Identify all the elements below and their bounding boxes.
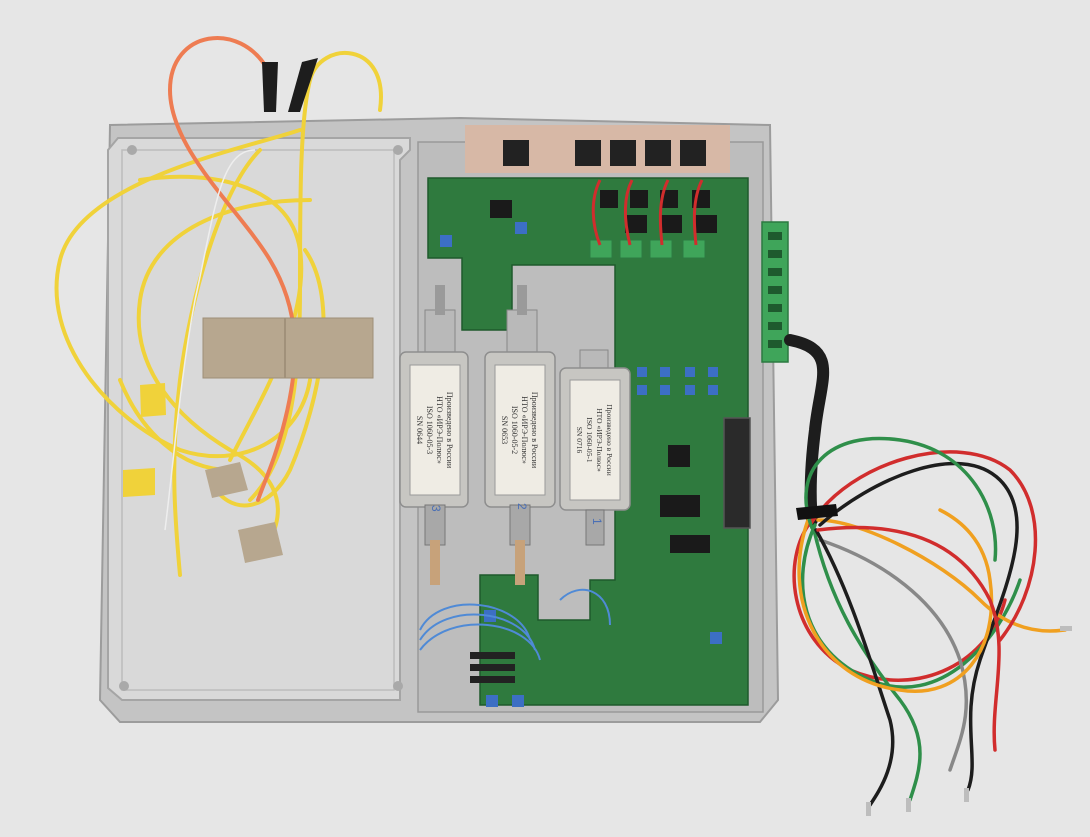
fiber-connectors <box>470 652 515 683</box>
wire-ferrules <box>866 626 1072 816</box>
terminal-screws <box>768 232 782 348</box>
module-2-line-2: НТО «ИРЭ-Полюс» <box>520 396 529 464</box>
yellow-tag-1 <box>140 383 166 417</box>
module-3-label: Произведено в России НТО «ИРЭ-Полюс» ISO… <box>415 392 454 469</box>
module-2-number: 2 <box>515 503 529 510</box>
module-2 <box>484 285 556 585</box>
harness-wires <box>792 436 1067 807</box>
module-1-line-1: Произведено в России <box>605 404 614 475</box>
lid-screw <box>127 145 137 155</box>
module-2-label: Произведено в России НТО «ИРЭ-Полюс» ISO… <box>500 392 539 469</box>
small-tape-1 <box>205 462 248 498</box>
small-tape-2 <box>238 522 283 563</box>
pcb-terminals <box>589 239 706 259</box>
orange-fiber-cable <box>167 35 297 502</box>
module-2-line-3: ISO 1060-05-2 <box>510 406 519 454</box>
blue-fiber-loops <box>419 588 611 661</box>
module-1-line-4: SN 0716 <box>575 427 584 454</box>
module-3 <box>399 285 469 585</box>
module-1 <box>559 349 631 546</box>
transistor-row <box>503 140 706 166</box>
lid-screw <box>119 681 129 691</box>
module-3-line-3: ISO 1060-05-3 <box>425 406 434 454</box>
cable-boot-right <box>288 58 318 112</box>
cable-tie <box>796 504 838 520</box>
module-1-line-3: ISO 1060-05-1 <box>585 417 594 462</box>
harness-sheath <box>784 334 830 526</box>
module-1-label: Произведено в России НТО «ИРЭ-Полюс» ISO… <box>575 404 614 475</box>
yellow-tag-2 <box>123 468 155 497</box>
module-3-line-4: SN 0644 <box>415 416 424 444</box>
module-1-line-2: НТО «ИРЭ-Полюс» <box>595 408 604 472</box>
module-3-number: 3 <box>429 505 443 512</box>
lid-screw <box>393 681 403 691</box>
lid-screw <box>393 145 403 155</box>
module-3-line-2: НТО «ИРЭ-Полюс» <box>435 396 444 464</box>
module-3-line-1: Произведено в России <box>445 392 454 469</box>
trimmer-pots <box>440 222 722 707</box>
module-1-number: 1 <box>590 518 604 525</box>
cable-boot-left <box>262 62 278 112</box>
red-jumper-wires <box>591 179 704 246</box>
masking-tape <box>202 317 374 379</box>
db-connector <box>723 417 751 529</box>
enclosure-lid <box>107 137 411 701</box>
module-2-line-4: SN 0653 <box>500 416 509 444</box>
module-2-line-1: Произведено в России <box>530 392 539 469</box>
pcb-chips <box>490 190 717 553</box>
clear-fiber <box>164 149 256 531</box>
